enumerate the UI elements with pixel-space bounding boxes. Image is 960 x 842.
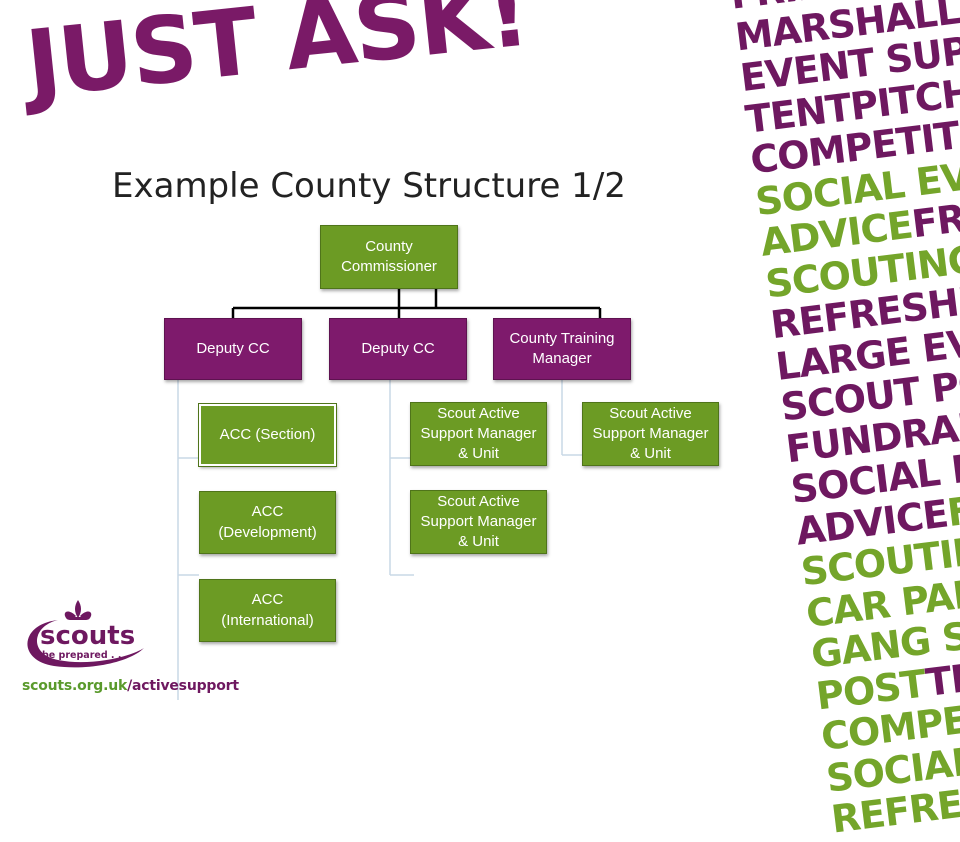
url-suffix: /activesupport [127, 678, 239, 694]
acc-international-line-1: ACC [251, 591, 284, 609]
word-wall: FRIENDSMARSHALLINGEVENT SUPPORTTENTPITCH… [728, 0, 960, 842]
acc-international-line-2: (International) [221, 611, 314, 629]
scout-active-support-box-1: Scout Active Support Manager & Unit [410, 402, 547, 466]
scouts-logo: scouts be prepared . . . [27, 600, 145, 668]
fleur-de-lis-icon [64, 600, 92, 620]
sasm-3-line-1: Scout Active [609, 404, 692, 422]
county-training-manager-line-1: County Training [509, 329, 615, 347]
acc-section-box: ACC (Section) [198, 403, 337, 467]
slide-subtitle: Example County Structure 1/2 [112, 166, 626, 206]
acc-development-line-2: (Development) [218, 523, 317, 541]
acc-section-label: ACC (Section) [219, 425, 316, 443]
scout-active-support-box-3: Scout Active Support Manager & Unit [582, 402, 719, 466]
county-training-manager-line-2: Manager [532, 350, 592, 367]
deputy-cc-box-2: Deputy CC [329, 318, 467, 380]
sasm-1-line-1: Scout Active [437, 404, 520, 422]
sasm-2-line-2: Support Manager [420, 512, 537, 530]
logo-tagline: be prepared . . . [42, 650, 128, 661]
sasm-1-line-3: & Unit [458, 445, 499, 463]
sasm-2-line-1: Scout Active [437, 492, 520, 510]
county-commissioner-box: County Commissioner [320, 225, 458, 289]
county-commissioner-line-1: County [365, 237, 413, 255]
url-prefix: scouts.org.uk [22, 678, 128, 694]
sasm-3-line-3: & Unit [630, 445, 671, 463]
root-connectors [231, 289, 602, 318]
headline: JUST ASK! [21, 0, 533, 119]
sasm-3-line-2: Support Manager [592, 424, 709, 442]
deputy-cc-1-label: Deputy CC [196, 339, 270, 357]
acc-development-box: ACC (Development) [199, 491, 336, 554]
county-training-manager-box: County Training Manager [493, 318, 631, 380]
scout-active-support-box-2: Scout Active Support Manager & Unit [410, 490, 547, 554]
sasm-2-line-3: & Unit [458, 533, 499, 551]
support-url: scouts.org.uk/activesupport [22, 678, 239, 694]
acc-international-box: ACC (International) [199, 579, 336, 642]
deputy-cc-box-1: Deputy CC [164, 318, 302, 380]
acc-development-line-1: ACC [251, 503, 284, 521]
sasm-1-line-2: Support Manager [420, 424, 537, 442]
county-commissioner-line-2: Commissioner [341, 258, 437, 275]
deputy-cc-2-label: Deputy CC [361, 339, 435, 357]
logo-brand: scouts [40, 621, 135, 651]
